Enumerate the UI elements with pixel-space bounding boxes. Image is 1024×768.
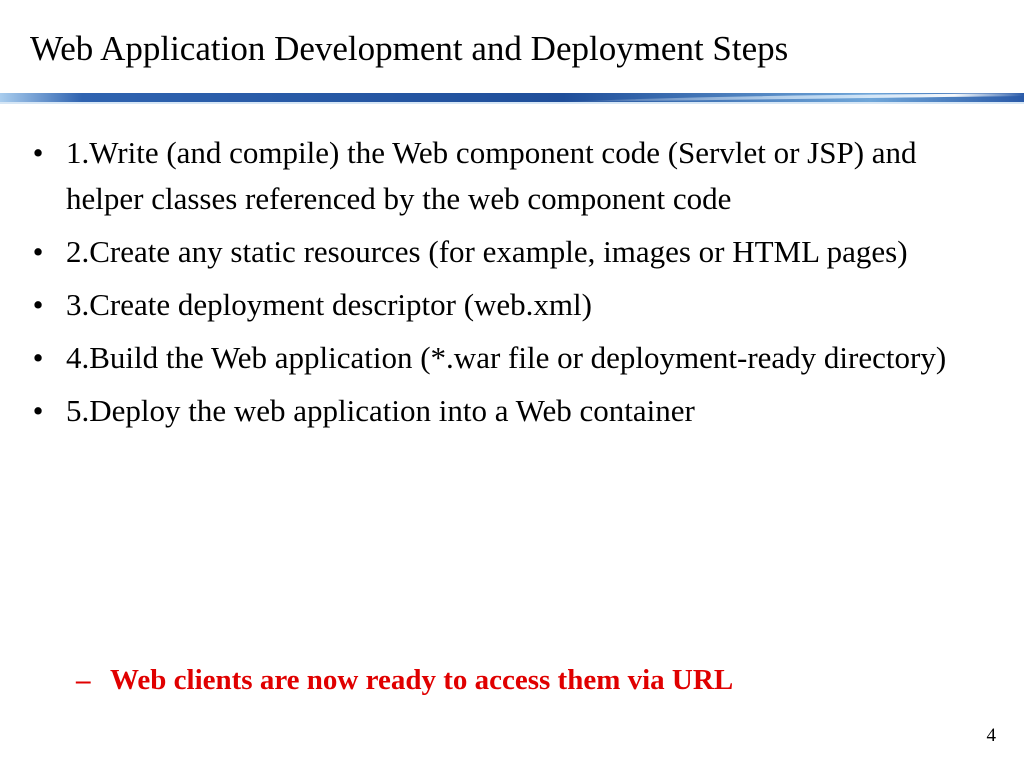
slide-title: Web Application Development and Deployme… xyxy=(30,29,789,68)
bullet-item-4: • 4.Build the Web application (*.war fil… xyxy=(28,335,988,381)
bullet-item-1: • 1.Write (and compile) the Web componen… xyxy=(28,130,988,222)
bullet-dot-icon: • xyxy=(32,135,44,170)
bullet-item-2: • 2.Create any static resources (for exa… xyxy=(28,229,988,275)
bullet-item-3: • 3.Create deployment descriptor (web.xm… xyxy=(28,282,988,328)
bullet-text: 3.Create deployment descriptor (web.xml) xyxy=(66,287,592,322)
bullet-dot-icon: • xyxy=(32,287,44,322)
page-number: 4 xyxy=(986,725,997,746)
bullet-text: 4.Build the Web application (*.war file … xyxy=(66,340,947,375)
dash-icon: – xyxy=(76,664,91,696)
title-underline-rule xyxy=(0,93,1024,104)
sub-bullet-note: –Web clients are now ready to access the… xyxy=(76,660,733,700)
bullet-text: 1.Write (and compile) the Web component … xyxy=(66,135,917,216)
sub-bullet-text: Web clients are now ready to access them… xyxy=(110,664,734,696)
bullet-dot-icon: • xyxy=(32,340,44,375)
bullet-list: • 1.Write (and compile) the Web componen… xyxy=(28,130,988,441)
bullet-text: 5.Deploy the web application into a Web … xyxy=(66,393,695,428)
bullet-text: 2.Create any static resources (for examp… xyxy=(66,234,908,269)
bullet-dot-icon: • xyxy=(32,393,44,428)
bullet-dot-icon: • xyxy=(32,234,44,269)
bullet-item-5: • 5.Deploy the web application into a We… xyxy=(28,388,988,434)
